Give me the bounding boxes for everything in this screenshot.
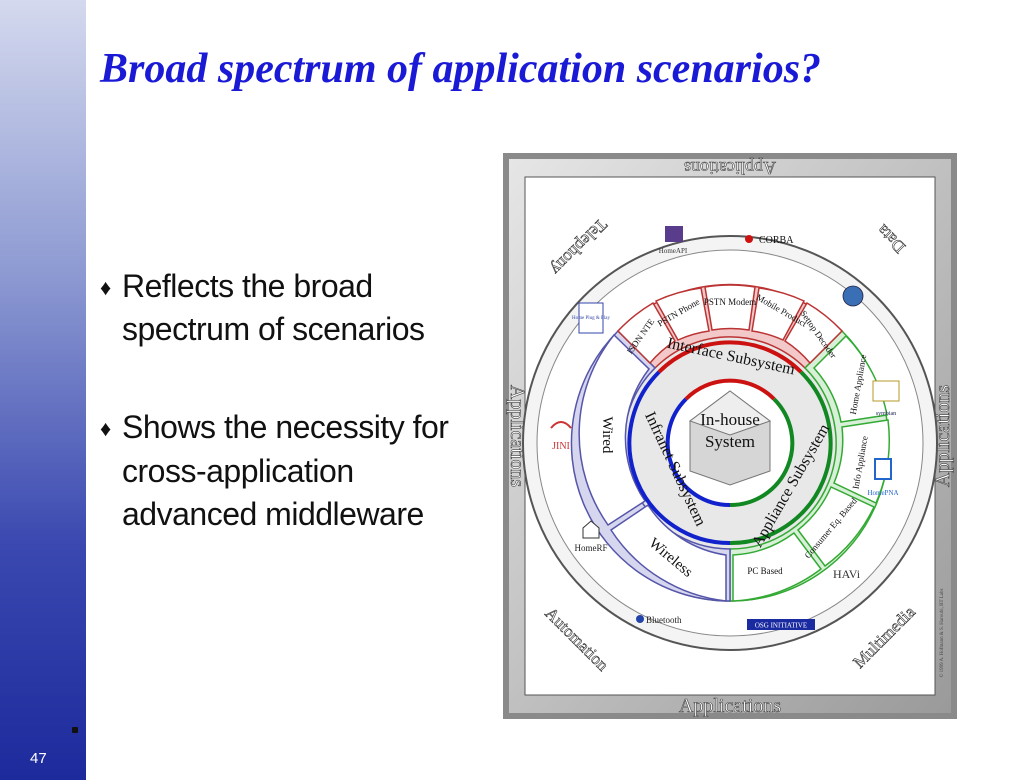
infranet-item-boxes [578, 333, 727, 602]
bullet-list: ♦ Reflects the broad spectrum of scenari… [100, 265, 490, 576]
appliance-arc [729, 370, 833, 546]
svg-text:symbian: symbian [876, 411, 896, 417]
slide-sidebar [0, 0, 86, 780]
interface-arc [657, 340, 803, 374]
homeplug-logo: Home Plug & Play [572, 302, 610, 334]
bluetooth-logo: Bluetooth [636, 615, 682, 625]
svg-text:HomePNA: HomePNA [867, 489, 898, 497]
frame-label-left: Applications [506, 385, 528, 487]
frame-label-bottom: Applications [679, 695, 781, 717]
diamond-bullet-icon: ♦ [100, 416, 111, 442]
jini-logo: JINI [550, 421, 572, 452]
infranet-arc [627, 370, 731, 546]
universal-pnp-globe-logo [842, 285, 864, 307]
homeapi-logo: HomeAPI [659, 226, 688, 255]
infranet-inner-arc [665, 397, 731, 508]
item-wired: Wired [599, 417, 615, 454]
svg-text:OSG INITIATIVE: OSG INITIATIVE [755, 622, 807, 630]
diamond-bullet-icon: ♦ [100, 275, 111, 300]
bullet-text: Reflects the broad spectrum of scenarios [122, 268, 425, 348]
svg-text:HomeAPI: HomeAPI [659, 247, 688, 255]
slide-number: 47 [30, 750, 47, 767]
svg-text:HomeRF: HomeRF [574, 543, 607, 553]
interface-inner-arc [684, 378, 776, 401]
copyright-note: © 1999 A. Hofmann & S. Haroubi, BT Labs [939, 589, 945, 678]
interface-item-boxes [616, 284, 844, 365]
diagram-svg: Applications Applications Applications A… [503, 153, 957, 719]
svg-text:Bluetooth: Bluetooth [646, 615, 682, 625]
appliance-inner-arc [729, 397, 795, 508]
homerf-logo: HomeRF [574, 520, 608, 553]
frame-label-right: Applications [932, 385, 954, 487]
havi-logo: HAVi [833, 567, 861, 581]
bullet-item: ♦ Reflects the broad spectrum of scenari… [100, 265, 490, 351]
center-label-line1: In-house [700, 410, 759, 429]
home-system-diagram: Applications Applications Applications A… [503, 153, 957, 719]
center-label-line2: System [705, 432, 755, 451]
bullet-text: Shows the necessity for cross-applicatio… [122, 409, 449, 532]
sidebar-bullet-dot [72, 727, 78, 733]
symbian-logo: symbian [872, 380, 900, 417]
homepna-logo: HomePNA [867, 458, 899, 497]
bullet-item: ♦ Shows the necessity for cross-applicat… [100, 406, 490, 536]
item-pstn-modem: PSTN Modem [704, 297, 756, 307]
svg-text:CORBA: CORBA [759, 235, 794, 246]
frame-label-top: Applications [684, 158, 776, 178]
osg-logo: OSG INITIATIVE [747, 619, 815, 630]
corba-logo: CORBA [745, 235, 794, 246]
svg-text:JINI: JINI [552, 441, 570, 452]
item-pc-based: PC Based [747, 566, 783, 576]
appliance-item-boxes [732, 334, 890, 602]
house-icon [688, 390, 772, 486]
svg-text:HAVi: HAVi [833, 567, 861, 581]
svg-text:Home Plug & Play: Home Plug & Play [572, 316, 610, 321]
slide-title: Broad spectrum of application scenarios? [100, 46, 822, 92]
